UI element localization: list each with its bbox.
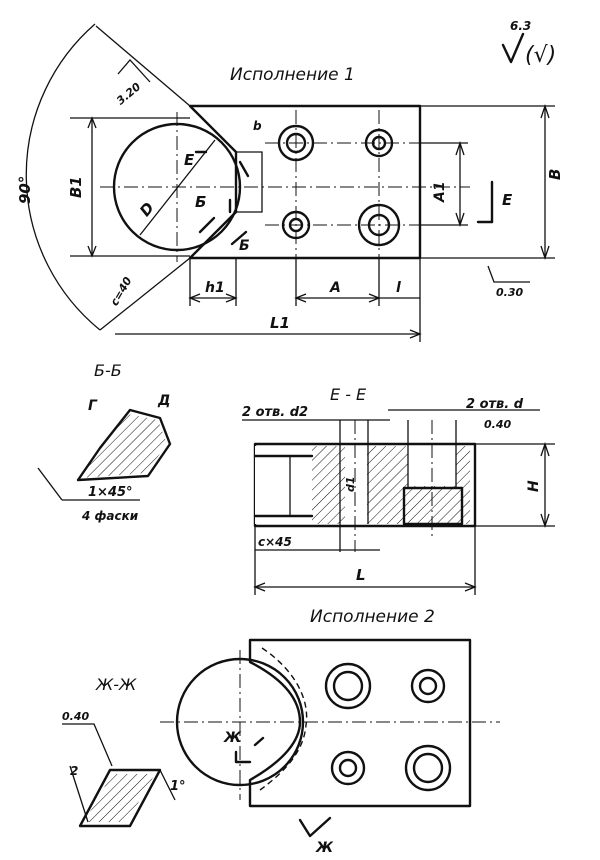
- roughness-symbol-paren: (√): [525, 43, 556, 68]
- dim-2: 2: [70, 764, 78, 778]
- dim-A1: A1: [432, 181, 448, 203]
- dim-L: L: [356, 566, 366, 584]
- section-ee-title: Е - Е: [330, 385, 367, 404]
- dim-l: l: [396, 280, 401, 296]
- section-zhzh: 0.40 2 1°: [62, 710, 186, 828]
- dim-holes-d: 2 отв. d: [466, 397, 524, 412]
- dim-A: A: [329, 280, 341, 296]
- section-mark-B2: Б: [239, 238, 250, 254]
- mark-zh-1: Ж: [223, 730, 242, 746]
- dim-d1: d1: [344, 476, 357, 492]
- dim-L1: L1: [270, 314, 290, 332]
- dim-angle-1: 1°: [170, 779, 186, 794]
- dim-c40: c=40: [108, 274, 135, 308]
- section-mark-E-right: E: [502, 191, 513, 209]
- section-zhzh-title: Ж-Ж: [95, 675, 137, 694]
- section-mark-E: E: [184, 151, 195, 169]
- variant2-title: Исполнение 2: [310, 607, 435, 627]
- dim-b: b: [253, 119, 262, 133]
- view2-main: Ж Ж: [160, 638, 500, 856]
- roughness-holes: 0.40: [484, 418, 511, 431]
- mark-D: Д: [157, 393, 170, 409]
- section-ee: 2 отв. d2 2 отв. d 0.40 d1 H c×45 L: [242, 397, 555, 595]
- roughness-bottom-right: 0.30: [496, 286, 523, 299]
- dim-h1: h1: [205, 280, 225, 296]
- variant1-title: Исполнение 1: [230, 65, 355, 85]
- section-bb-title: Б-Б: [94, 361, 122, 380]
- dim-B: B: [546, 169, 564, 180]
- dim-holes-d2: 2 отв. d2: [242, 405, 308, 420]
- mark-zh-2: Ж: [315, 840, 334, 856]
- dim-four-chamfers: 4 фаски: [81, 509, 139, 523]
- section-bb: Г Д 1×45° 4 фаски: [37, 393, 172, 523]
- roughness-top-left: 3.20: [114, 80, 143, 108]
- roughness-value: 6.3: [510, 19, 531, 33]
- roughness-symbol: 6.3 (√): [501, 19, 556, 68]
- roughness-zh: 0.40: [62, 710, 89, 723]
- dim-B1: B1: [67, 176, 85, 198]
- dim-H: H: [526, 480, 542, 492]
- dim-chamfer-1x45: 1×45°: [88, 485, 133, 500]
- mark-G: Г: [88, 398, 98, 414]
- dim-chamfer-c: c×45: [258, 535, 292, 549]
- dim-angle-90: 90°: [16, 176, 34, 204]
- section-mark-B1: Б: [195, 193, 206, 211]
